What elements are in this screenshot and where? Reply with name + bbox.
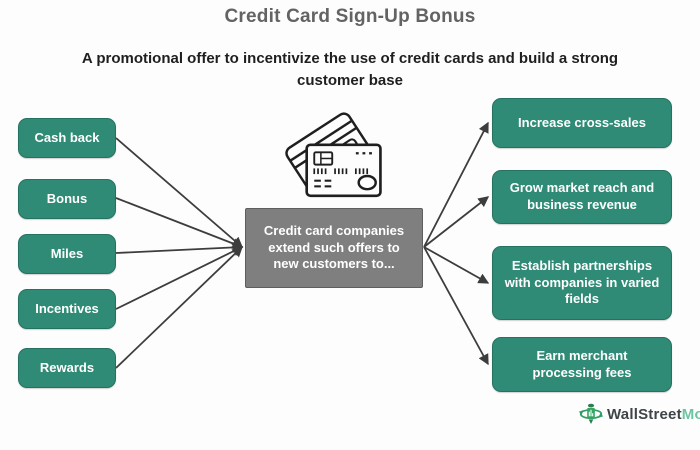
purpose-label: Establish partnerships with companies in… [504, 257, 660, 307]
purpose-grow-market-reach: Grow market reach and business revenue [492, 170, 672, 224]
benefit-label: Cash back [34, 129, 100, 145]
purpose-increase-cross-sales: Increase cross-sales [492, 98, 672, 148]
purpose-establish-partnerships: Establish partnerships with companies in… [492, 246, 672, 320]
benefit-label: Miles [50, 245, 84, 261]
credit-cards-icon [285, 112, 382, 198]
benefit-rewards: Rewards [18, 348, 116, 388]
page-subtitle: A promotional offer to incentivize the u… [81, 50, 619, 89]
logo-text-mojo: Mojo [681, 405, 700, 423]
purpose-label: Grow market reach and business revenue [509, 180, 655, 212]
logo-text-wallstreet: WallStreet [607, 405, 682, 423]
center-box-label: Credit card companies extend such offers… [263, 222, 405, 272]
purpose-label: Earn merchant processing fees [532, 347, 632, 380]
benefit-cash-back: Cash back [18, 118, 116, 158]
center-box: Credit card companies extend such offers… [245, 208, 423, 288]
benefit-label: Bonus [46, 190, 88, 206]
wallstreetmojo-logo-icon [578, 403, 604, 424]
benefit-incentives: Incentives [18, 289, 116, 329]
purpose-label: Increase cross-sales [518, 114, 646, 130]
benefit-miles: Miles [18, 234, 116, 274]
wallstreetmojo-logo: WallStreetMojo [578, 401, 700, 427]
benefit-bonus: Bonus [18, 179, 116, 219]
page-title: Credit Card Sign-Up Bonus [224, 6, 476, 27]
benefit-label: Rewards [39, 359, 95, 375]
purpose-earn-merchant-fees: Earn merchant processing fees [492, 337, 672, 392]
benefit-label: Incentives [35, 300, 99, 316]
